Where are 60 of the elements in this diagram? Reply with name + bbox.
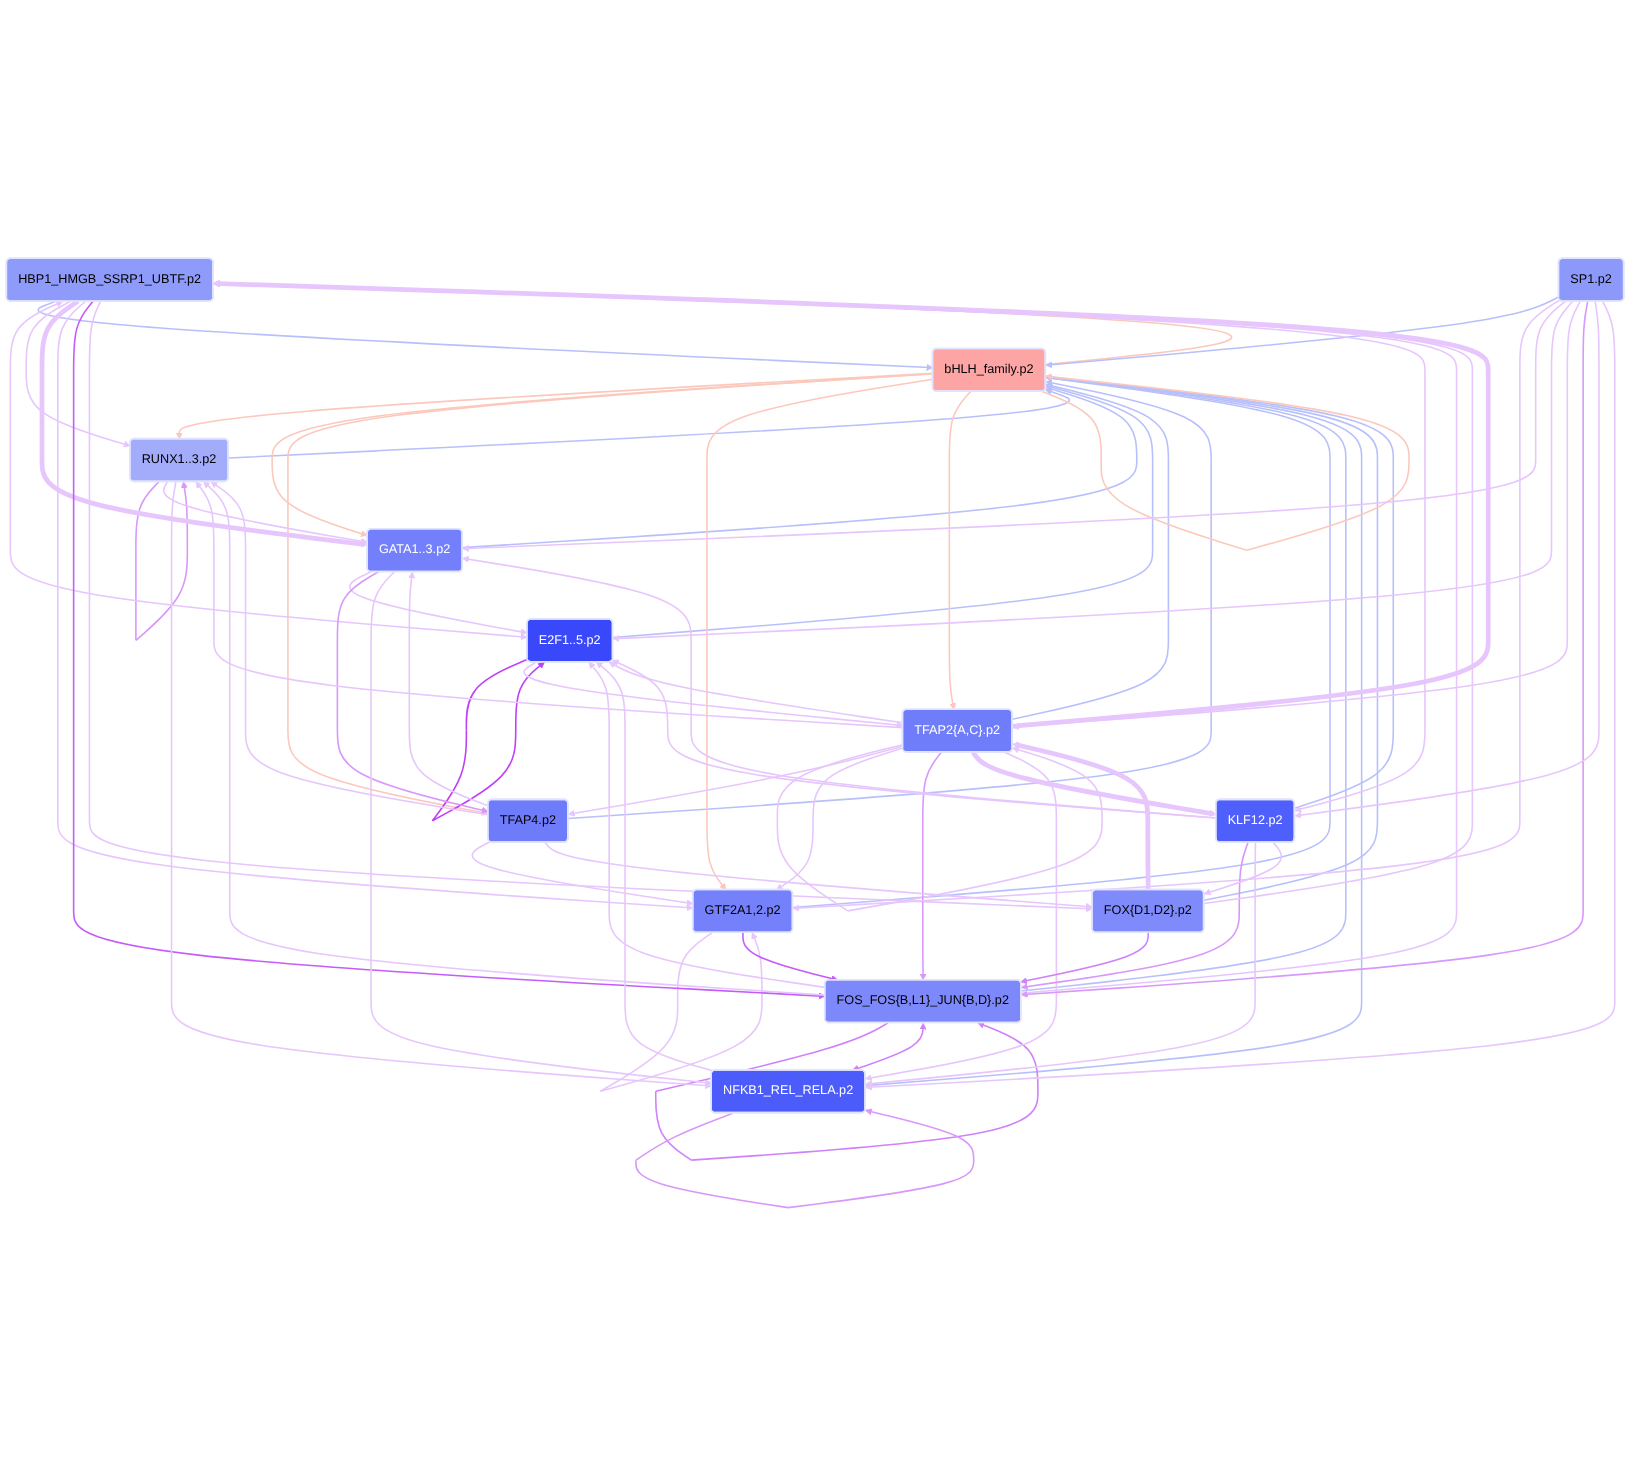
arrow (792, 299, 1561, 912)
arrow (971, 750, 1217, 817)
arrow (72, 300, 826, 1000)
arrow (706, 378, 934, 891)
arrow (567, 745, 904, 817)
arrow (162, 480, 368, 545)
arrow (776, 747, 904, 891)
arrow (865, 751, 1058, 1082)
arrow (39, 299, 368, 548)
arrow (25, 300, 131, 448)
arrow (865, 841, 1257, 1088)
arrow (1045, 296, 1560, 369)
arrow (336, 571, 489, 814)
arrow (599, 931, 763, 1093)
arrow (1020, 300, 1589, 998)
arrow (195, 481, 904, 729)
arrow (864, 374, 1363, 1087)
arrow (57, 300, 694, 912)
arrow (170, 480, 712, 1089)
arrow (408, 571, 489, 807)
arrow (135, 480, 189, 642)
arrow (544, 841, 1093, 910)
arrow (9, 300, 528, 641)
arrow (471, 841, 694, 907)
arrow (851, 1022, 927, 1072)
arrow (1020, 841, 1249, 991)
arrow (462, 300, 1566, 552)
arrow (1012, 300, 1581, 730)
arrow (588, 661, 826, 989)
arrow (227, 388, 1071, 459)
arrow (349, 571, 528, 636)
arrow (612, 384, 1154, 639)
arrow (1012, 741, 1151, 890)
arrow (461, 385, 1138, 549)
arrow (203, 481, 826, 996)
arrow (865, 300, 1616, 1091)
arrow (523, 661, 904, 729)
arrow (88, 300, 1093, 913)
arrow (742, 931, 839, 982)
arrow (1203, 841, 1283, 896)
arrow (612, 659, 1217, 819)
arrow (948, 390, 972, 710)
arrow (919, 751, 943, 981)
arrow (431, 658, 545, 822)
arrow (1020, 931, 1149, 985)
arrow (776, 743, 1103, 912)
arrow (612, 300, 1574, 642)
arrow (1041, 373, 1410, 551)
arrow (608, 661, 904, 724)
arrow (287, 373, 934, 816)
arrow (595, 661, 715, 1072)
arrow (1011, 382, 1170, 720)
arrow (635, 1108, 975, 1209)
arrow (37, 300, 934, 371)
arrow (210, 481, 489, 816)
arrow (370, 571, 712, 1087)
arrow (1020, 374, 1347, 992)
arrow (1294, 300, 1600, 819)
arrow (567, 379, 1212, 820)
arrow (462, 555, 1217, 819)
